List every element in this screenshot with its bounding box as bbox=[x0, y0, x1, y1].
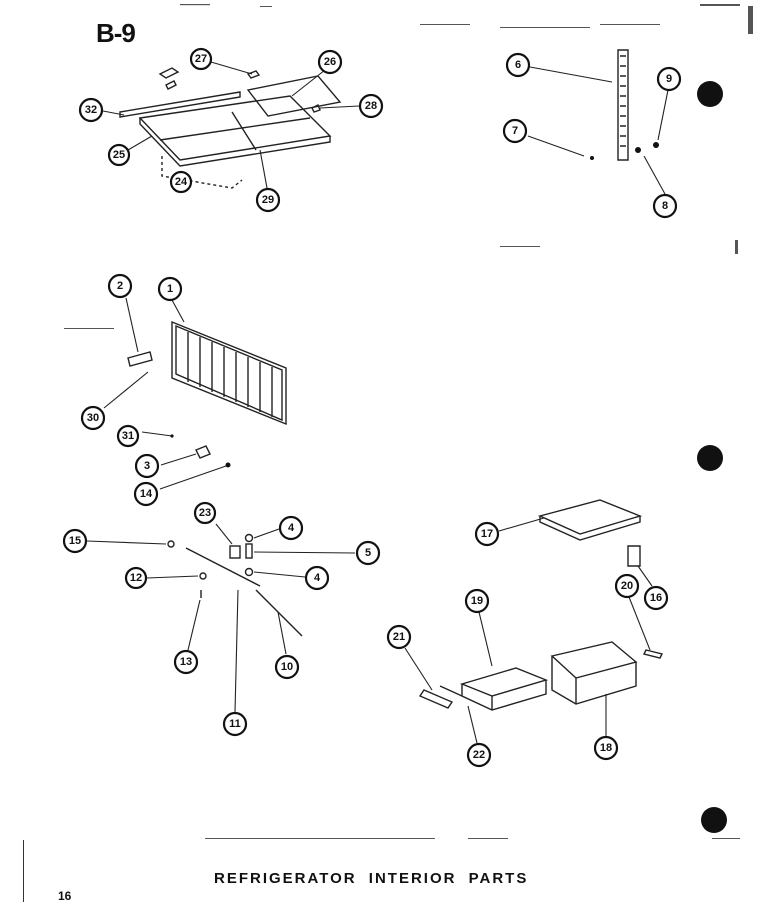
cover-assembly-drawing bbox=[119, 67, 342, 189]
callout-20: 20 bbox=[614, 573, 640, 599]
callout-2: 2 bbox=[107, 273, 133, 299]
diagram-caption: REFRIGERATOR INTERIOR PARTS bbox=[214, 870, 529, 887]
svg-text:9: 9 bbox=[666, 73, 672, 85]
callout-11: 11 bbox=[222, 711, 248, 737]
svg-text:7: 7 bbox=[512, 125, 518, 137]
svg-text:16: 16 bbox=[650, 592, 662, 604]
svg-text:23: 23 bbox=[199, 507, 211, 519]
callout-10: 10 bbox=[274, 654, 300, 680]
page-title: B-9 bbox=[96, 18, 136, 48]
svg-text:10: 10 bbox=[281, 661, 293, 673]
drawer-assembly-drawing bbox=[418, 499, 664, 711]
svg-text:13: 13 bbox=[180, 656, 192, 668]
callout-12: 12 bbox=[124, 566, 148, 590]
binder-hole-bottom bbox=[701, 807, 727, 833]
svg-text:1: 1 bbox=[167, 283, 173, 295]
callout-1: 1 bbox=[157, 276, 183, 302]
page-number: 16 bbox=[58, 889, 72, 903]
callout-13: 13 bbox=[173, 649, 199, 675]
callout-18: 18 bbox=[593, 735, 619, 761]
svg-text:25: 25 bbox=[113, 149, 125, 161]
callout-23: 23 bbox=[193, 501, 217, 525]
rack-drawing bbox=[127, 320, 287, 468]
svg-text:5: 5 bbox=[365, 547, 371, 559]
svg-text:2: 2 bbox=[117, 280, 123, 292]
svg-text:4: 4 bbox=[288, 522, 295, 534]
svg-text:4: 4 bbox=[314, 572, 321, 584]
callout-19: 19 bbox=[464, 588, 490, 614]
callout-26: 26 bbox=[317, 49, 343, 75]
leader-lines bbox=[86, 61, 669, 744]
svg-text:31: 31 bbox=[122, 430, 134, 442]
svg-text:27: 27 bbox=[195, 53, 207, 65]
callout-14: 14 bbox=[133, 481, 159, 507]
callout-27: 27 bbox=[189, 47, 213, 71]
svg-text:20: 20 bbox=[621, 580, 633, 592]
callout-4-upper: 4 bbox=[278, 515, 304, 541]
binder-hole-middle bbox=[697, 445, 723, 471]
callout-24: 24 bbox=[169, 170, 193, 194]
binder-hole-top bbox=[697, 81, 723, 107]
svg-text:24: 24 bbox=[175, 176, 188, 188]
callout-3: 3 bbox=[134, 453, 160, 479]
svg-text:3: 3 bbox=[144, 460, 150, 472]
svg-text:30: 30 bbox=[87, 412, 99, 424]
callout-8: 8 bbox=[652, 193, 678, 219]
svg-text:21: 21 bbox=[393, 631, 405, 643]
svg-text:28: 28 bbox=[365, 100, 377, 112]
callout-28: 28 bbox=[358, 93, 384, 119]
callout-32: 32 bbox=[78, 97, 104, 123]
callout-9: 9 bbox=[656, 66, 682, 92]
svg-text:19: 19 bbox=[471, 595, 483, 607]
svg-text:11: 11 bbox=[229, 718, 241, 730]
callout-22: 22 bbox=[466, 742, 492, 768]
svg-text:8: 8 bbox=[662, 200, 668, 212]
svg-text:26: 26 bbox=[324, 56, 336, 68]
callout-21: 21 bbox=[386, 624, 412, 650]
callout-30: 30 bbox=[80, 405, 106, 431]
callout-4-lower: 4 bbox=[304, 565, 330, 591]
callout-7: 7 bbox=[502, 118, 528, 144]
callout-29: 29 bbox=[255, 187, 281, 213]
callout-5: 5 bbox=[355, 540, 381, 566]
svg-text:29: 29 bbox=[262, 194, 274, 206]
callout-25: 25 bbox=[107, 143, 131, 167]
svg-text:18: 18 bbox=[600, 742, 612, 754]
scan-specks bbox=[64, 4, 753, 839]
svg-text:32: 32 bbox=[85, 104, 97, 116]
margin-rule bbox=[23, 840, 24, 902]
svg-text:12: 12 bbox=[130, 572, 142, 584]
hardware-drawing bbox=[167, 533, 303, 637]
callout-6: 6 bbox=[505, 52, 531, 78]
svg-text:22: 22 bbox=[473, 749, 485, 761]
shelf-support-drawing bbox=[590, 49, 659, 161]
svg-text:17: 17 bbox=[481, 528, 493, 540]
svg-text:15: 15 bbox=[69, 535, 81, 547]
svg-text:6: 6 bbox=[515, 59, 521, 71]
callout-16: 16 bbox=[643, 585, 669, 611]
callout-15: 15 bbox=[62, 528, 88, 554]
callout-31: 31 bbox=[116, 424, 140, 448]
callout-17: 17 bbox=[474, 521, 500, 547]
svg-text:14: 14 bbox=[140, 488, 153, 500]
